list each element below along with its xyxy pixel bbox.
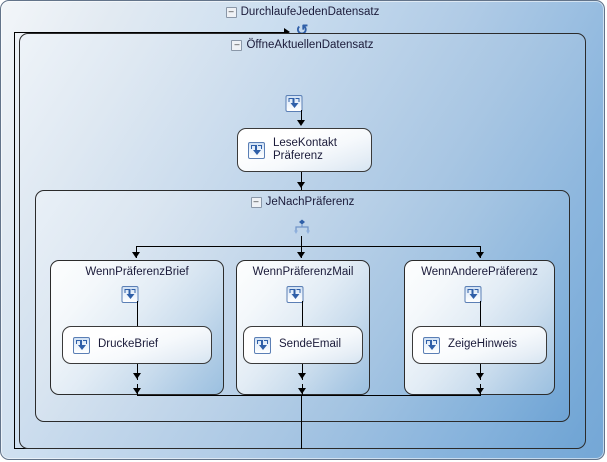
switch-icon-svg xyxy=(294,219,310,234)
branch-1-to-action-line xyxy=(302,301,303,326)
loopback-arrowhead xyxy=(284,28,290,36)
merge-arrowhead-left xyxy=(133,388,141,394)
branch-2-tail-line xyxy=(480,364,481,380)
loop-title: DurchlaufeJedenDatensatz xyxy=(240,6,380,18)
activity-icon-branch-0 xyxy=(121,286,139,303)
branch-0-header: WennPräferenzBrief xyxy=(51,266,223,278)
loopback-top-line xyxy=(14,32,286,33)
switch-icon xyxy=(293,219,311,235)
activity-icon-show-note xyxy=(423,336,440,354)
branch-merge-bar xyxy=(137,395,481,396)
activity-send-email[interactable]: SendeEmail xyxy=(243,326,363,364)
activity-read-contact-label: LeseKontakt Präferenz xyxy=(273,136,337,162)
activity-print-letter[interactable]: DruckeBrief xyxy=(62,326,212,364)
loop-header: –DurchlaufeJedenDatensatz xyxy=(1,6,604,18)
activity-show-note[interactable]: ZeigeHinweis xyxy=(412,326,547,364)
expander-icon-switch[interactable]: – xyxy=(250,197,262,208)
activity-icon-print-letter xyxy=(73,336,90,354)
merge-arrowhead-right xyxy=(476,388,484,394)
activity-icon-read-contact xyxy=(248,141,265,159)
branch-2-title: WennAnderePräferenz xyxy=(421,266,538,278)
switch-trunk-line xyxy=(301,236,302,246)
branch-0-tail-line xyxy=(137,364,138,380)
branch-1-title: WennPräferenzMail xyxy=(252,266,354,278)
open-record-title: ÖffneAktuellenDatensatz xyxy=(246,39,374,51)
branch-arrowhead-right xyxy=(476,252,484,258)
branch-split-bar xyxy=(136,246,480,247)
open-record-to-read-arrowhead xyxy=(297,120,305,126)
branch-0-tail-arrowhead xyxy=(133,373,141,379)
branch-1-header: WennPräferenzMail xyxy=(237,266,369,278)
activity-icon-branch-1 xyxy=(286,286,304,303)
branch-arrowhead-center xyxy=(297,252,305,258)
read-to-switch-arrowhead xyxy=(297,182,305,188)
loopback-left-line xyxy=(14,32,15,448)
open-record-to-read-line xyxy=(301,110,302,122)
switch-title: JeNachPräferenz xyxy=(265,196,355,208)
expander-icon-open-record[interactable]: – xyxy=(231,40,243,51)
activity-read-contact-preference[interactable]: LeseKontakt Präferenz xyxy=(237,128,372,172)
branch-2-tail-arrowhead xyxy=(476,373,484,379)
switch-header: –JeNachPräferenz xyxy=(36,196,569,208)
merge-arrowhead-center xyxy=(298,388,306,394)
branch-2-to-action-line xyxy=(480,301,481,326)
branch-0-to-action-line xyxy=(137,301,138,326)
expander-icon-loop[interactable]: – xyxy=(225,7,237,18)
branch-0-title: WennPräferenzBrief xyxy=(85,266,189,278)
open-record-header: –ÖffneAktuellenDatensatz xyxy=(20,39,585,51)
activity-show-note-label: ZeigeHinweis xyxy=(448,338,518,351)
activity-icon-send-email xyxy=(254,336,271,354)
read-to-switch-line xyxy=(301,172,302,190)
branch-1-tail-line xyxy=(302,364,303,380)
activity-send-email-label: SendeEmail xyxy=(279,338,342,351)
branch-arrowhead-left xyxy=(132,252,140,258)
activity-icon-branch-2 xyxy=(464,286,482,303)
branch-2-header: WennAnderePräferenz xyxy=(405,266,554,278)
merge-trunk-line xyxy=(301,395,302,449)
branch-1-tail-arrowhead xyxy=(298,373,306,379)
activity-print-letter-label: DruckeBrief xyxy=(98,338,159,351)
activity-icon-open-record xyxy=(285,95,303,112)
